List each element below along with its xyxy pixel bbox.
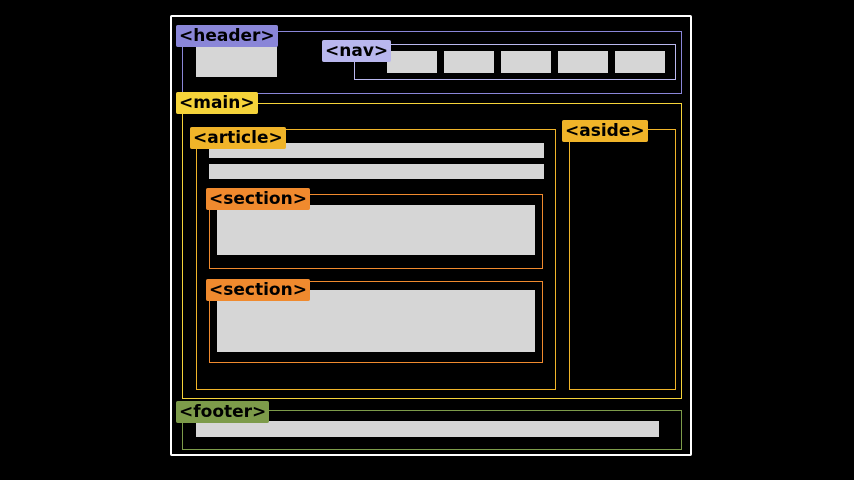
article-label: <article> xyxy=(190,127,286,149)
main-region xyxy=(182,103,682,399)
article-text-line xyxy=(209,143,544,158)
section-content-block xyxy=(217,205,535,255)
nav-item xyxy=(387,51,437,73)
main-label: <main> xyxy=(176,92,258,114)
header-logo-block xyxy=(196,46,277,77)
section-region-2 xyxy=(209,281,543,363)
article-region xyxy=(196,129,556,390)
nav-item xyxy=(501,51,551,73)
section-label-2: <section> xyxy=(206,279,310,301)
footer-label: <footer> xyxy=(176,401,270,423)
nav-item xyxy=(444,51,494,73)
article-text-line xyxy=(209,164,544,179)
nav-label: <nav> xyxy=(322,40,392,62)
header-label: <header> xyxy=(176,25,278,47)
footer-region xyxy=(182,410,682,450)
header-region xyxy=(182,31,682,94)
nav-item xyxy=(558,51,608,73)
aside-region xyxy=(569,129,676,390)
aside-label: <aside> xyxy=(562,120,648,142)
section-label-1: <section> xyxy=(206,188,310,210)
section-region-1 xyxy=(209,194,543,269)
nav-region xyxy=(354,44,676,80)
footer-content-block xyxy=(196,421,659,437)
nav-item xyxy=(615,51,665,73)
page-frame xyxy=(170,15,692,456)
